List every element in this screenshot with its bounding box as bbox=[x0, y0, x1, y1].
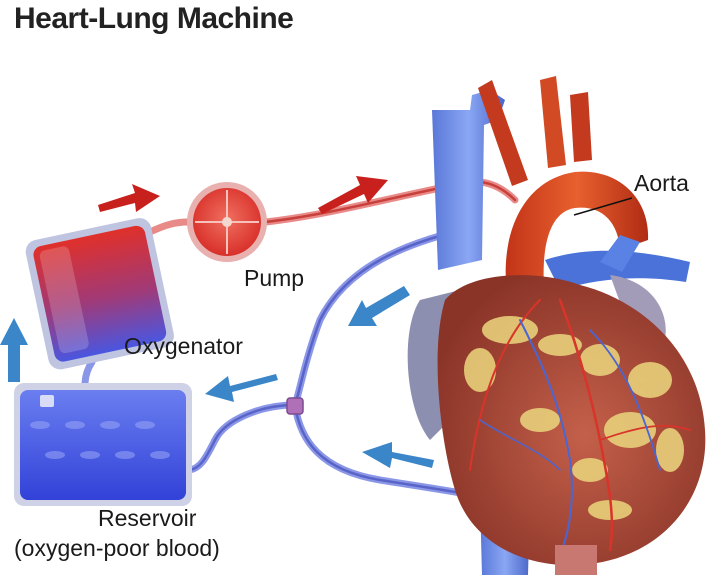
arrow-blue-bottom bbox=[362, 442, 434, 468]
aorta-pointer bbox=[573, 197, 633, 216]
arrow-red-right bbox=[318, 176, 388, 214]
oxygenator-label: Oxygenator bbox=[124, 333, 243, 359]
pump-device bbox=[187, 182, 267, 262]
arterial-tube bbox=[146, 218, 192, 236]
arrow-blue-left bbox=[205, 374, 278, 402]
oxygenator-device bbox=[25, 218, 174, 370]
reservoir-sub-label: (oxygen-poor blood) bbox=[14, 535, 220, 561]
reservoir-device bbox=[14, 383, 192, 506]
heart-anatomy bbox=[407, 76, 706, 575]
reservoir-label: Reservoir bbox=[98, 505, 197, 531]
diagram-title: Heart-Lung Machine bbox=[14, 2, 294, 35]
y-connector bbox=[286, 397, 304, 415]
arrow-blue-mid bbox=[348, 286, 410, 326]
flow-arrows bbox=[0, 176, 434, 468]
venous-tube-to-reservoir bbox=[186, 401, 299, 474]
reservoir-to-oxygenator-tube bbox=[81, 358, 96, 389]
arrow-blue-up bbox=[0, 318, 28, 382]
arrow-red-left bbox=[98, 184, 160, 212]
aorta-label: Aorta bbox=[634, 170, 689, 196]
pump-label: Pump bbox=[244, 265, 305, 291]
